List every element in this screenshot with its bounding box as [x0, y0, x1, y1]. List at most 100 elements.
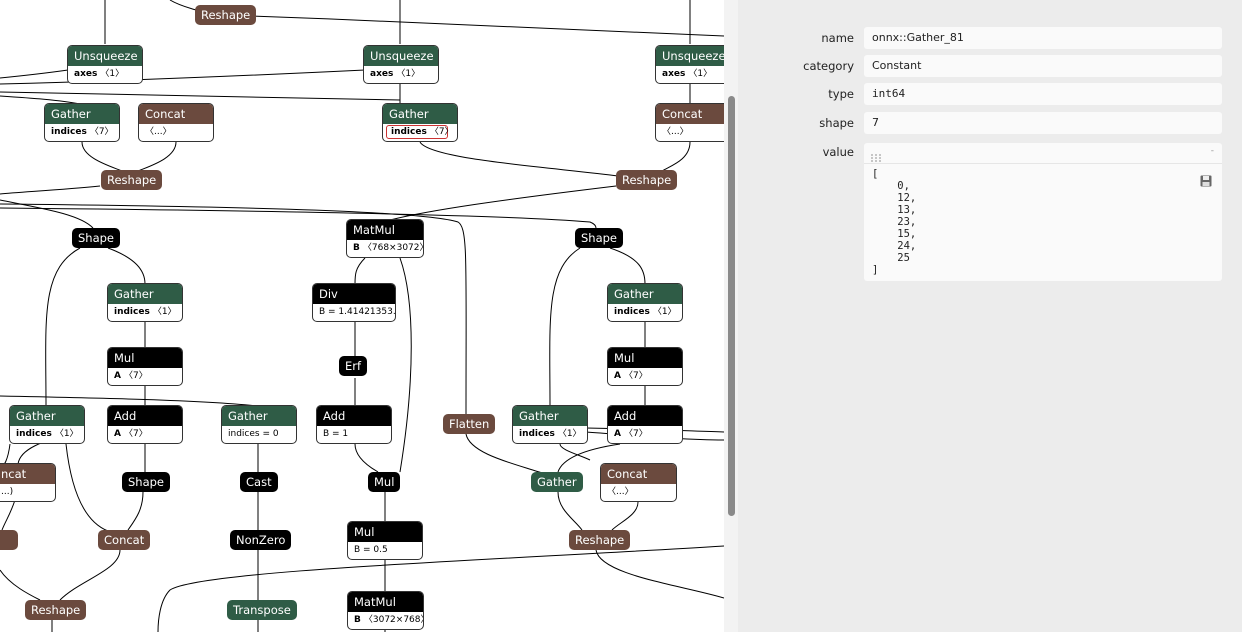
- name-label: name: [821, 31, 854, 45]
- edge: [557, 443, 621, 473]
- node-attribute: indices〈1〉: [16, 429, 79, 439]
- gather-node[interactable]: Gather indices〈1〉: [512, 405, 588, 444]
- scrollbar-thumb[interactable]: [728, 96, 735, 516]
- concat-node[interactable]: Concat 〈...〉: [655, 103, 724, 142]
- name-value[interactable]: onnx::Gather_81: [864, 27, 1222, 49]
- edge: [1, 499, 16, 531]
- collapse-icon[interactable]: -: [1210, 146, 1214, 156]
- node-attribute: indices〈7〉: [51, 127, 114, 137]
- node-attribute: A〈7〉: [614, 371, 648, 381]
- gather-node-selected[interactable]: Gather indices〈7〉: [382, 103, 458, 142]
- mul-node[interactable]: Mul A〈7〉: [107, 347, 183, 386]
- type-value[interactable]: int64: [864, 83, 1222, 105]
- node-title: Mul: [348, 522, 422, 542]
- grip-icon[interactable]: [870, 148, 882, 162]
- mul-node[interactable]: Mul A〈7〉: [607, 347, 683, 386]
- gather-node[interactable]: Gather: [531, 472, 583, 492]
- gather-node[interactable]: Gather indices〈1〉: [9, 405, 85, 444]
- node-attribute: 〈...〉: [607, 487, 634, 497]
- save-icon[interactable]: [1200, 172, 1212, 187]
- edge: [0, 185, 101, 195]
- concat-node[interactable]: Concat 〈...〉: [138, 103, 214, 142]
- add-node[interactable]: Add A〈7〉: [607, 405, 683, 444]
- reshape-node[interactable]: Reshape: [569, 530, 631, 550]
- node-attribute: indices〈1〉: [519, 429, 582, 439]
- reshape-node[interactable]: Reshape: [616, 170, 678, 190]
- edge: [45, 247, 81, 407]
- concat-node[interactable]: Concat 〈...〉: [600, 463, 677, 502]
- unsqueeze-node[interactable]: Unsqueeze axes〈1〉: [67, 45, 143, 84]
- add-node[interactable]: Add A〈7〉: [107, 405, 183, 444]
- flatten-node[interactable]: Flatten: [443, 414, 496, 434]
- erf-node[interactable]: Erf: [339, 356, 368, 376]
- properties-panel: name onnx::Gather_81 category Constant t…: [738, 0, 1242, 632]
- shape-label: shape: [819, 116, 854, 130]
- value-toolbar[interactable]: -: [864, 143, 1222, 164]
- node-title: MatMul: [347, 220, 423, 240]
- shape-value[interactable]: 7: [864, 112, 1222, 134]
- cast-node[interactable]: Cast: [240, 472, 278, 492]
- node-attribute: ...): [1, 487, 14, 497]
- gather-node[interactable]: Gather indices〈1〉: [607, 283, 683, 322]
- matmul-node[interactable]: MatMul B〈3072×768〉: [347, 591, 424, 630]
- node-title: Add: [608, 406, 682, 426]
- shape-node[interactable]: Shape: [122, 472, 171, 492]
- edge: [0, 569, 41, 601]
- unsqueeze-node[interactable]: Unsqueeze axes〈1〉: [655, 45, 724, 84]
- gather-node[interactable]: Gather indices〈7〉: [44, 103, 120, 142]
- node-title: Gather: [513, 406, 587, 426]
- node-attribute: axes〈1〉: [370, 69, 421, 79]
- value-box[interactable]: - [ 0, 12, 13, 23, 15, 24, 25 ]: [864, 143, 1222, 281]
- gather-node[interactable]: Gather indices〈1〉: [107, 283, 183, 322]
- edge: [389, 185, 617, 221]
- node-title: Add: [317, 406, 391, 426]
- edge: [0, 95, 81, 105]
- mul-node[interactable]: Mul B = 0.5: [347, 521, 423, 560]
- unsqueeze-node[interactable]: Unsqueeze axes〈1〉: [363, 45, 439, 84]
- edge: [137, 141, 177, 172]
- concat-node[interactable]: ncat ...): [0, 463, 56, 502]
- edge: [549, 247, 581, 407]
- graph-scrollbar[interactable]: [724, 0, 738, 632]
- node-edge-fragment[interactable]: [0, 530, 18, 550]
- transpose-node[interactable]: Transpose: [227, 600, 297, 620]
- node-title: MatMul: [348, 592, 423, 612]
- node-title: Gather: [108, 284, 182, 304]
- node-attribute-selected[interactable]: indices〈7〉: [383, 124, 457, 140]
- edge: [0, 69, 366, 85]
- add-node[interactable]: Add B = 1: [316, 405, 392, 444]
- shape-node[interactable]: Shape: [72, 228, 121, 248]
- node-attribute: 〈...〉: [662, 127, 689, 137]
- node-attribute: B = 0.5: [354, 545, 388, 555]
- node-attribute: A〈7〉: [114, 429, 148, 439]
- edge: [611, 501, 639, 531]
- edge: [399, 257, 412, 473]
- div-node[interactable]: Div B = 1.41421353...: [312, 283, 396, 322]
- edge: [557, 491, 583, 531]
- reshape-node[interactable]: Reshape: [25, 600, 87, 620]
- matmul-node[interactable]: MatMul B〈768×3072〉: [346, 219, 424, 258]
- concat-node[interactable]: Concat: [98, 530, 151, 550]
- edge: [354, 257, 366, 285]
- mul-node[interactable]: Mul: [368, 472, 401, 492]
- reshape-node[interactable]: Reshape: [101, 170, 163, 190]
- category-value[interactable]: Constant: [864, 55, 1222, 77]
- value-text: [ 0, 12, 13, 23, 15, 24, 25 ]: [872, 168, 917, 276]
- nonzero-node[interactable]: NonZero: [230, 530, 292, 550]
- type-label: type: [828, 87, 854, 101]
- edge: [157, 545, 724, 632]
- reshape-node[interactable]: Reshape: [195, 5, 257, 25]
- gather-node[interactable]: Gather indices = 0: [221, 405, 297, 444]
- edge: [0, 91, 401, 101]
- node-title: Mul: [108, 348, 182, 368]
- edge: [107, 247, 146, 285]
- category-label: category: [803, 59, 854, 73]
- node-attribute: 〈...〉: [145, 127, 172, 137]
- edge: [559, 443, 591, 461]
- node-attribute: indices = 0: [228, 429, 279, 439]
- node-attribute: axes〈1〉: [662, 69, 713, 79]
- shape-node[interactable]: Shape: [575, 228, 624, 248]
- graph-canvas[interactable]: Reshape Unsqueeze axes〈1〉 Unsqueeze axes…: [0, 0, 724, 632]
- node-title: Concat: [139, 104, 213, 124]
- node-title: Unsqueeze: [364, 46, 438, 66]
